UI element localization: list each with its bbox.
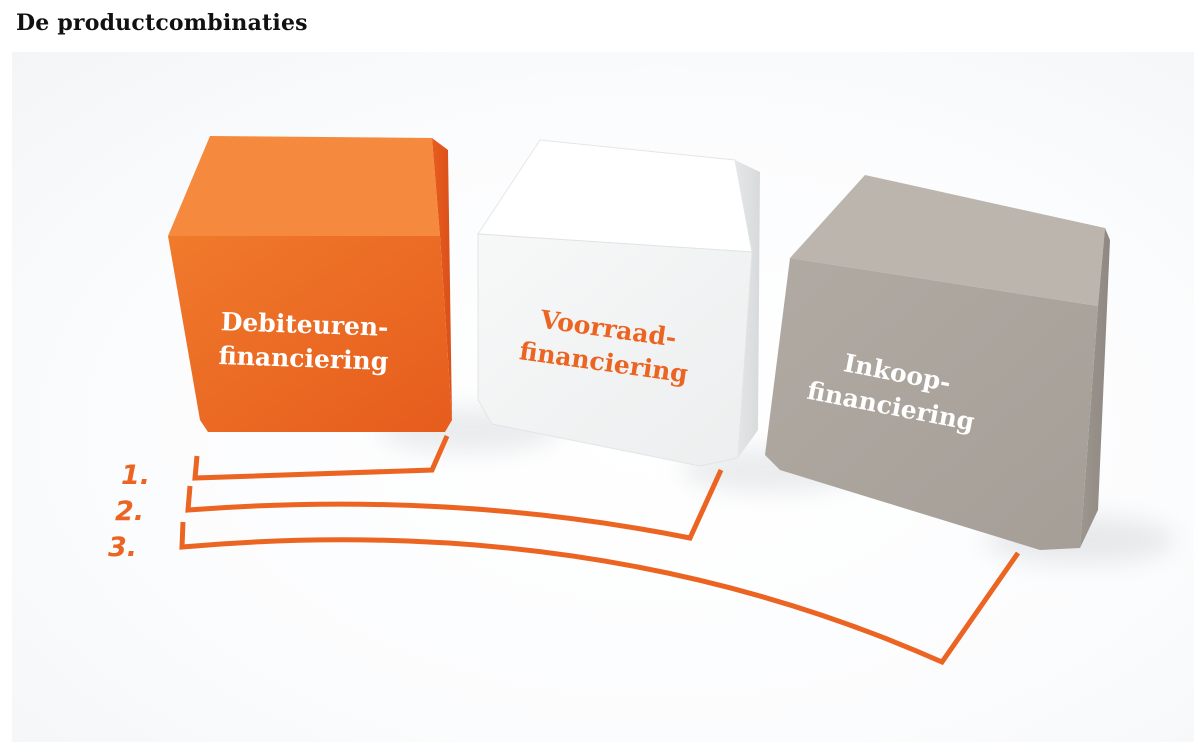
bracket-number-3: 3. (108, 532, 138, 563)
bracket-1 (192, 434, 450, 481)
cube-debiteurenfinanciering (168, 136, 452, 432)
cube-label-debiteurenfinanciering: Debiteuren- financiering (218, 307, 389, 376)
bracket-3 (179, 521, 1021, 666)
cube-inkoopfinanciering (765, 175, 1110, 550)
page-title: De productcombinaties (16, 10, 308, 36)
cube-voorraadfinanciering (477, 139, 760, 467)
bracket-2 (185, 468, 724, 541)
bracket-number-1: 1. (121, 460, 151, 491)
bracket-number-2: 2. (115, 496, 145, 527)
brackets (179, 434, 1021, 666)
